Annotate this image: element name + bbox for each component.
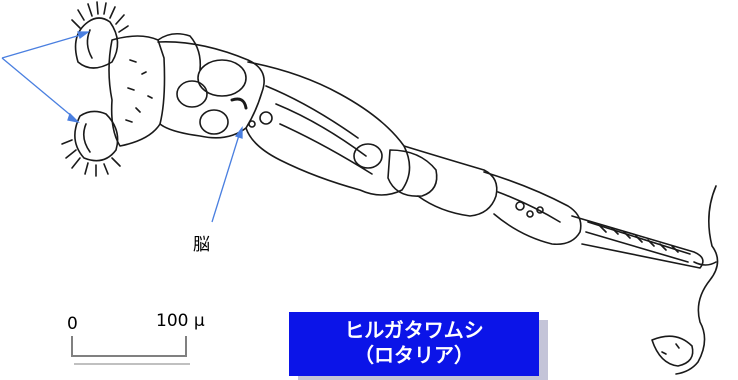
label-brain: 脳 [193, 235, 210, 255]
mid-trunk [245, 61, 438, 197]
title-line-latin: （ロタリア） [354, 343, 474, 367]
arrowhead-corona-lower [67, 112, 80, 124]
lower-corona [61, 110, 121, 177]
annotation-arrows [1, 31, 243, 223]
arrowhead-corona-upper [77, 31, 90, 40]
foot [571, 215, 704, 269]
scale-bar [71, 336, 190, 365]
title-box: ヒルガタワムシ （ロタリア） [289, 312, 539, 376]
arrow-brain [211, 131, 241, 223]
title-line-japanese: ヒルガタワムシ [344, 318, 484, 342]
head [108, 32, 202, 147]
upper-corona [71, 1, 129, 69]
arrowhead-brain [234, 126, 243, 139]
arrow-corona-lower [1, 57, 75, 119]
scale-label-hundred-micron: 100 μ [156, 311, 205, 331]
posterior-trunk [403, 145, 582, 246]
anterior-trunk [157, 41, 273, 139]
substrate [651, 185, 719, 375]
arrow-corona-upper [1, 33, 85, 59]
scale-label-zero: 0 [67, 314, 78, 334]
